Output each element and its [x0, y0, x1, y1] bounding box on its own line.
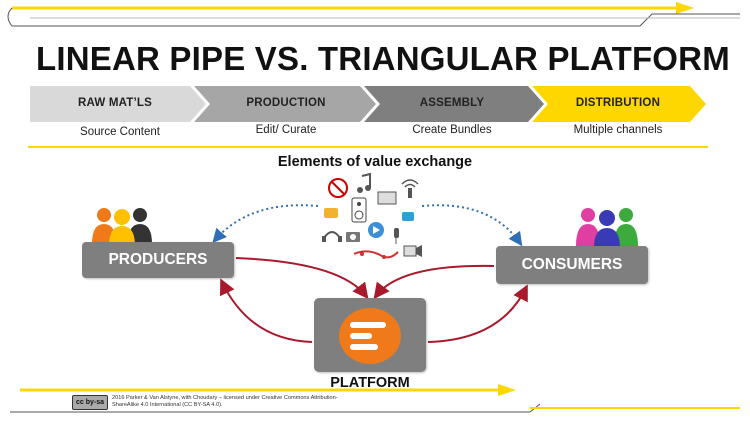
stage-sub-distribution: Multiple channels: [573, 124, 663, 136]
dotted-arrow-right: [421, 204, 523, 247]
top-rail: [7, 2, 740, 27]
consumers-box: CONSUMERS: [496, 246, 648, 284]
headphones-icon: [322, 231, 342, 242]
separator-line: [28, 146, 708, 148]
stage-sub-assembly: Create Bundles: [412, 124, 492, 136]
stage-sub-raw: Source Content: [80, 126, 160, 138]
stage-label-distribution: DISTRIBUTION: [575, 97, 661, 109]
chevron-distribution: [532, 86, 706, 122]
tv-icon: [377, 191, 397, 205]
chevron-assembly: [364, 86, 544, 122]
platform-logo-icon: [339, 308, 401, 364]
consumers-people-icon: [576, 208, 638, 248]
speaker-icon: [351, 197, 367, 223]
exchange-title: Elements of value exchange: [277, 154, 473, 170]
video-icon: [403, 245, 422, 257]
sheet-music-icon: [353, 250, 399, 259]
stage-sub-production: Edit/ Curate: [255, 124, 317, 136]
red-arrow-consumers-platform: [373, 264, 495, 300]
wifi-signal-icon: [401, 179, 419, 198]
footer-credit: 2016 Parker & Van Alstyne, with Choudary…: [112, 395, 338, 408]
platform-label: PLATFORM: [330, 375, 410, 391]
stage-label-raw: RAW MAT’LS: [78, 97, 152, 109]
red-arrow-platform-consumers: [427, 284, 528, 343]
chevron-production: [194, 86, 376, 122]
red-arrow-platform-producers: [220, 278, 313, 343]
pipeline-chevrons: [30, 86, 706, 122]
page-title: LINEAR PIPE VS. TRIANGULAR PLATFORM: [36, 40, 730, 77]
bottom-rail: [10, 384, 740, 413]
camera-icon: [346, 232, 360, 242]
red-arrow-producers-platform: [235, 257, 369, 300]
stage-label-assembly: ASSEMBLY: [419, 97, 485, 109]
music-note-icon: [357, 172, 371, 193]
producers-box: PRODUCERS: [82, 242, 234, 278]
play-button-icon: [368, 222, 384, 238]
chat-icon: [324, 208, 414, 221]
stage-label-production: PRODUCTION: [246, 97, 326, 109]
chevron-raw: [30, 86, 206, 122]
producers-people-icon: [92, 208, 152, 246]
no-music-icon: [328, 178, 348, 198]
dotted-arrow-left: [212, 204, 319, 244]
value-exchange-icons: [322, 172, 422, 259]
microphone-icon: [394, 228, 399, 244]
cc-license-badge: cc by-sa: [72, 395, 108, 410]
